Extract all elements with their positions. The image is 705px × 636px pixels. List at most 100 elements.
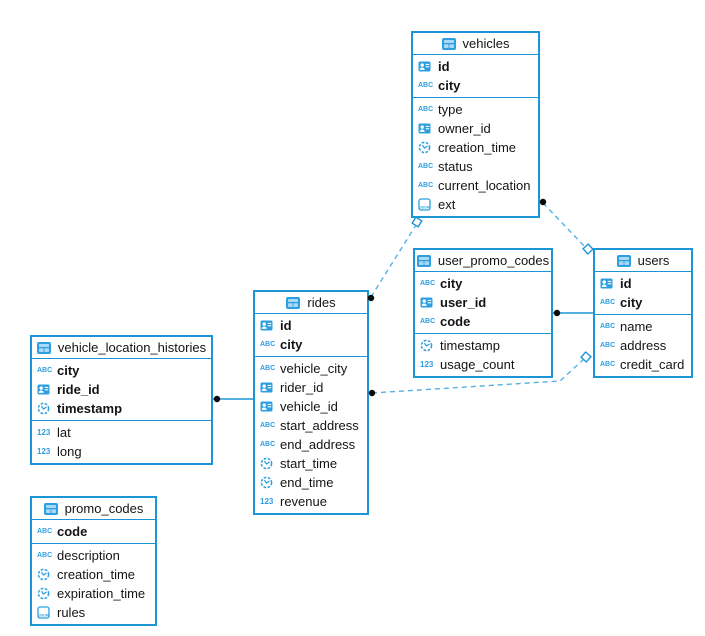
- text-type-icon: ABC: [418, 82, 434, 89]
- table-header[interactable]: users: [595, 250, 691, 272]
- column-row[interactable]: start_time: [255, 454, 367, 473]
- column-row[interactable]: id: [413, 57, 538, 76]
- column-row[interactable]: 123 lat: [32, 423, 211, 442]
- text-type-icon: ABC: [260, 441, 276, 448]
- column-row[interactable]: ride_id: [32, 380, 211, 399]
- columns-section: 123 lat 123 long: [32, 421, 211, 463]
- id-badge-icon: [418, 122, 434, 135]
- relation-dot-marker: [213, 395, 221, 403]
- text-type-icon: ABC: [600, 361, 616, 368]
- text-type-icon: ABC: [600, 323, 616, 330]
- column-name: expiration_time: [57, 586, 146, 601]
- text-type-icon: ABC: [600, 299, 616, 306]
- relation-dot-marker: [553, 309, 561, 317]
- relation-line-vehicles-users: [542, 202, 587, 249]
- column-row[interactable]: 123 usage_count: [415, 355, 551, 374]
- column-row[interactable]: ABC description: [32, 546, 155, 565]
- column-row[interactable]: ABC vehicle_city: [255, 359, 367, 378]
- column-row[interactable]: ABC credit_card: [595, 355, 691, 374]
- column-row[interactable]: ABC status: [413, 157, 538, 176]
- column-row[interactable]: ABC city: [413, 76, 538, 95]
- column-name: creation_time: [438, 140, 517, 155]
- table-header[interactable]: promo_codes: [32, 498, 155, 520]
- column-row[interactable]: owner_id: [413, 119, 538, 138]
- column-row[interactable]: ABC city: [32, 361, 211, 380]
- table-vehicle_location_histories[interactable]: vehicle_location_histories ABC city ride…: [30, 335, 213, 465]
- text-type-icon: ABC: [420, 318, 436, 325]
- column-row[interactable]: id: [255, 316, 367, 335]
- column-row[interactable]: ABC current_location: [413, 176, 538, 195]
- table-promo_codes[interactable]: promo_codes ABC code ABC description cre…: [30, 496, 157, 626]
- column-row[interactable]: vehicle_id: [255, 397, 367, 416]
- id-badge-icon: [37, 383, 53, 396]
- table-title: rides: [307, 295, 336, 310]
- column-row[interactable]: timestamp: [415, 336, 551, 355]
- table-rides[interactable]: rides id ABC city ABC vehicle_city rider…: [253, 290, 369, 515]
- column-row[interactable]: ABC type: [413, 100, 538, 119]
- id-badge-icon: [600, 277, 616, 290]
- column-name: usage_count: [440, 357, 515, 372]
- column-row[interactable]: creation_time: [413, 138, 538, 157]
- timestamp-icon: [418, 141, 434, 154]
- table-header[interactable]: vehicles: [413, 33, 538, 55]
- columns-section: ABC name ABC address ABC credit_card: [595, 315, 691, 376]
- table-vehicles[interactable]: vehicles id ABC city ABC type owner_id c…: [411, 31, 540, 218]
- column-row[interactable]: user_id: [415, 293, 551, 312]
- relation-dot-marker: [368, 389, 376, 397]
- column-row[interactable]: 123 revenue: [255, 492, 367, 511]
- columns-section: timestamp 123 usage_count: [415, 334, 551, 376]
- column-name: long: [57, 444, 82, 459]
- id-badge-icon: [260, 319, 276, 332]
- text-type-icon: ABC: [260, 365, 276, 372]
- text-type-icon: ABC: [418, 182, 434, 189]
- column-row[interactable]: ABC start_address: [255, 416, 367, 435]
- column-name: address: [620, 338, 667, 353]
- text-type-icon: ABC: [260, 422, 276, 429]
- table-user_promo_codes[interactable]: user_promo_codes ABC city user_id ABC co…: [413, 248, 553, 378]
- table-title: user_promo_codes: [437, 253, 550, 268]
- column-row[interactable]: ABC city: [595, 293, 691, 312]
- column-name: end_address: [280, 437, 356, 452]
- table-icon: [416, 254, 433, 267]
- column-row[interactable]: creation_time: [32, 565, 155, 584]
- column-row[interactable]: ABC code: [415, 312, 551, 331]
- timestamp-icon: [37, 402, 53, 415]
- relation-dot-marker: [539, 198, 547, 206]
- relation-diamond-marker: [411, 216, 423, 228]
- columns-section: ABC description creation_time expiration…: [32, 544, 155, 624]
- column-row[interactable]: ABC name: [595, 317, 691, 336]
- column-name: ext: [438, 197, 456, 212]
- table-header[interactable]: rides: [255, 292, 367, 314]
- column-name: code: [57, 524, 88, 539]
- column-row[interactable]: ABC code: [32, 522, 155, 541]
- column-name: code: [440, 314, 471, 329]
- id-badge-icon: [420, 296, 436, 309]
- column-row[interactable]: expiration_time: [32, 584, 155, 603]
- column-row[interactable]: JSON ext: [413, 195, 538, 214]
- column-row[interactable]: rider_id: [255, 378, 367, 397]
- timestamp-icon: [260, 457, 276, 470]
- primary-key-section: id ABC city: [595, 272, 691, 315]
- column-row[interactable]: ABC city: [415, 274, 551, 293]
- column-name: id: [620, 276, 632, 291]
- column-row[interactable]: ABC city: [255, 335, 367, 354]
- number-type-icon: 123: [420, 359, 434, 369]
- column-row[interactable]: end_time: [255, 473, 367, 492]
- column-row[interactable]: id: [595, 274, 691, 293]
- column-name: description: [57, 548, 120, 563]
- column-name: city: [620, 295, 643, 310]
- column-name: name: [620, 319, 653, 334]
- table-header[interactable]: vehicle_location_histories: [32, 337, 211, 359]
- column-name: rider_id: [280, 380, 324, 395]
- column-name: lat: [57, 425, 71, 440]
- table-header[interactable]: user_promo_codes: [415, 250, 551, 272]
- column-row[interactable]: JSON rules: [32, 603, 155, 622]
- table-users[interactable]: users id ABC city ABC name ABC address A…: [593, 248, 693, 378]
- column-name: type: [438, 102, 463, 117]
- column-row[interactable]: ABC address: [595, 336, 691, 355]
- table-icon: [43, 502, 60, 515]
- column-row[interactable]: timestamp: [32, 399, 211, 418]
- column-row[interactable]: 123 long: [32, 442, 211, 461]
- column-row[interactable]: ABC end_address: [255, 435, 367, 454]
